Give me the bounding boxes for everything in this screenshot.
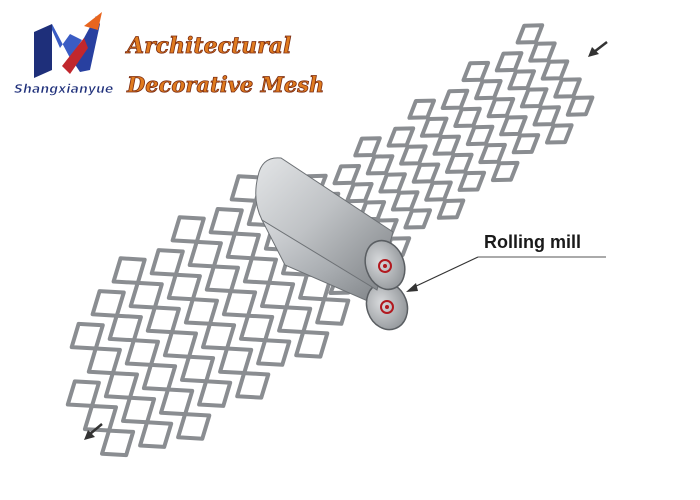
mesh-cell-out bbox=[166, 272, 202, 302]
mesh-cell-out bbox=[138, 420, 174, 449]
lower-roller-rotation-icon bbox=[380, 300, 394, 314]
logo-m-accent-2 bbox=[62, 38, 88, 74]
mesh-cell-out bbox=[180, 354, 216, 384]
mesh-cell-in bbox=[565, 95, 595, 117]
mesh-cell-in bbox=[486, 97, 516, 119]
mesh-cell-in bbox=[419, 116, 449, 138]
mesh-cell-out bbox=[141, 362, 178, 392]
mesh-outgoing bbox=[65, 174, 351, 458]
logo-m-accent bbox=[84, 12, 102, 30]
mesh-cell-out bbox=[69, 321, 105, 351]
mesh-cell-in bbox=[390, 190, 420, 212]
mesh-cell-in bbox=[532, 105, 561, 127]
rolling-mill-label: Rolling mill bbox=[484, 232, 581, 252]
mesh-cell-out bbox=[204, 264, 240, 293]
mesh-cell-out bbox=[107, 313, 143, 343]
leader-arrowhead bbox=[406, 283, 418, 292]
mesh-cell-in bbox=[494, 51, 524, 73]
mesh-cell-out bbox=[100, 428, 136, 458]
mesh-cell-in bbox=[490, 160, 520, 183]
mesh-cell-in bbox=[545, 123, 574, 145]
logo-m-left bbox=[34, 24, 52, 78]
mesh-cell-in bbox=[507, 69, 536, 91]
mesh-cell-out bbox=[145, 305, 181, 335]
mesh-cell-in bbox=[353, 136, 382, 158]
mesh-cell-out bbox=[277, 305, 313, 334]
mesh-cell-in bbox=[440, 88, 470, 110]
mesh-cell-out bbox=[256, 338, 292, 367]
mesh-cell-out bbox=[315, 297, 351, 326]
mesh-cell-out bbox=[170, 215, 206, 244]
mesh-cell-in bbox=[432, 134, 461, 156]
mesh-cell-out bbox=[197, 379, 233, 408]
logo-m-middle bbox=[52, 24, 82, 58]
upper-roller-rotation-icon bbox=[378, 259, 392, 273]
mesh-cell-in bbox=[453, 106, 482, 128]
mesh-cell-out bbox=[65, 379, 101, 408]
mesh-cell-in bbox=[399, 144, 428, 166]
mesh-cell-in bbox=[436, 198, 466, 220]
mesh-cell-out bbox=[121, 395, 157, 425]
mesh-cell-in bbox=[499, 115, 528, 137]
brand-name: Shangxianyue bbox=[14, 81, 113, 96]
mesh-cell-in bbox=[403, 208, 432, 230]
company-logo bbox=[34, 12, 102, 78]
mesh-cell-in bbox=[540, 59, 570, 81]
mesh-cell-in bbox=[332, 164, 362, 186]
mesh-cell-in bbox=[519, 87, 549, 109]
mesh-cell-in bbox=[424, 180, 453, 202]
mesh-cell-in bbox=[511, 133, 541, 155]
mesh-cell-out bbox=[159, 387, 195, 417]
mesh-cell-out bbox=[111, 256, 147, 285]
mesh-cell-in bbox=[345, 182, 374, 204]
mesh-cell-out bbox=[242, 256, 278, 285]
mesh-cell-in bbox=[457, 170, 487, 192]
mesh-cell-in bbox=[365, 154, 395, 176]
upper-roller bbox=[255, 157, 406, 291]
mesh-cell-in bbox=[411, 162, 441, 184]
mesh-cell-in bbox=[474, 79, 503, 101]
mesh-cell-out bbox=[149, 248, 185, 277]
mesh-cell-in bbox=[528, 41, 557, 63]
mesh-cell-in bbox=[407, 98, 436, 120]
mesh-cell-out bbox=[221, 289, 258, 318]
brand-title-line1: Architectural bbox=[125, 33, 291, 59]
mesh-cell-out bbox=[208, 207, 244, 236]
mesh-cell-out bbox=[124, 338, 160, 367]
mesh-cell-out bbox=[183, 297, 219, 326]
mesh-cell-out bbox=[260, 280, 296, 310]
mesh-cell-out bbox=[235, 371, 271, 400]
mesh-cell-out bbox=[176, 412, 212, 441]
mesh-cell-in bbox=[478, 142, 507, 165]
mesh-cell-out bbox=[225, 231, 261, 261]
mesh-cell-out bbox=[162, 330, 198, 359]
mesh-cell-out bbox=[187, 239, 223, 269]
mesh-cell-out bbox=[201, 321, 237, 351]
arrow-in-icon bbox=[588, 41, 608, 57]
mesh-cell-in bbox=[378, 172, 407, 194]
label-leader bbox=[411, 256, 479, 289]
mesh-cell-out bbox=[218, 346, 254, 375]
mesh-cell-in bbox=[386, 126, 416, 148]
arrow-out-icon bbox=[84, 423, 103, 440]
mesh-cell-out bbox=[86, 346, 122, 376]
mesh-cell-in bbox=[515, 23, 545, 45]
mesh-cell-in bbox=[445, 152, 474, 174]
mesh-cell-out bbox=[90, 289, 126, 318]
mesh-cell-out bbox=[128, 280, 164, 310]
mesh-cell-in bbox=[461, 60, 491, 83]
mesh-cell-out bbox=[103, 371, 139, 400]
mesh-cell-out bbox=[294, 330, 330, 359]
mesh-cell-in bbox=[465, 124, 495, 147]
brand-title-line2: Decorative Mesh bbox=[126, 72, 324, 97]
mesh-cell-out bbox=[239, 313, 275, 343]
mesh-cell-in bbox=[553, 77, 582, 99]
rolling-mill bbox=[255, 157, 409, 331]
